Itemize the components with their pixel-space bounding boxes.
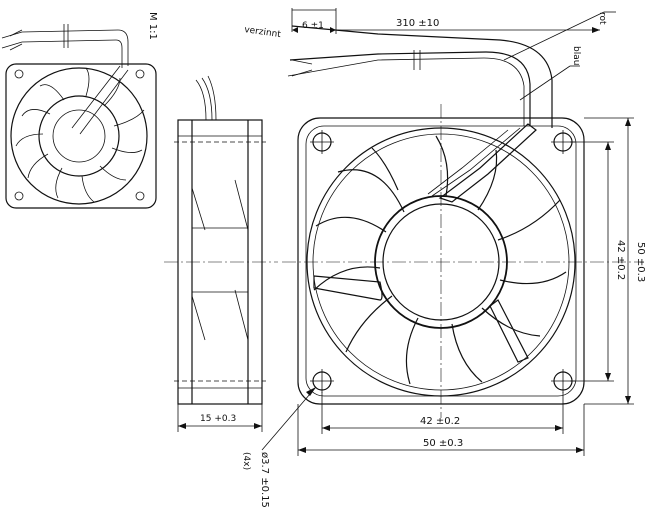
height-dimension-label: 50 ±0.3 [635, 242, 645, 282]
red-wire-label: rot [597, 12, 607, 25]
small-scale-view [1, 24, 157, 209]
lead-wires [287, 8, 616, 128]
strip-length-label: 6 ±1 [302, 21, 324, 31]
scale-label: M 1:1 [147, 12, 158, 40]
main-front-view [282, 104, 640, 418]
side-view [164, 75, 278, 432]
tin-plated-label: verzinnt [244, 25, 282, 40]
width-dimension-label: 50 ±0.3 [423, 438, 463, 449]
mounting-hole [310, 130, 575, 393]
hole-count-label: (4x) [241, 452, 251, 470]
lead-length-label: 310 ±10 [396, 18, 439, 29]
hole-diameter-label: ø3.7 ±0.15 [259, 452, 270, 507]
fan-blades [313, 135, 567, 385]
hole-pitch-horizontal-label: 42 ±0.2 [420, 416, 460, 427]
dimension-lines [261, 117, 634, 456]
blue-wire-label: blau [571, 46, 581, 65]
depth-dimension: 15 +0.3 [200, 414, 236, 424]
hole-pitch-vertical-label: 42 ±0.2 [615, 240, 626, 280]
